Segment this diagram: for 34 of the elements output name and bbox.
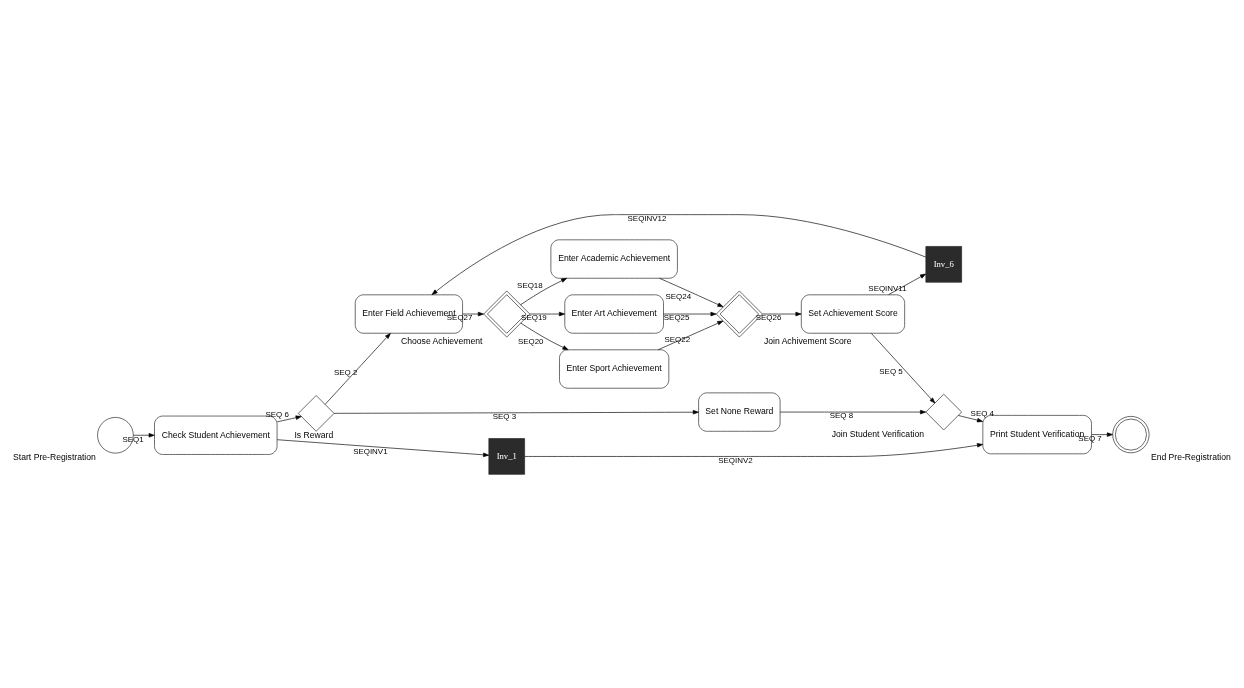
arrow [462,311,484,316]
node-label: Choose Achievement [401,335,483,346]
node-box: Inv_1 [488,437,525,475]
node-box: Set None Reward [698,392,781,432]
arrow [871,332,936,403]
arrow [324,332,391,405]
node-label: End Pre-Registration [1150,451,1231,462]
node-box: Inv_6 [925,245,962,283]
arrow [133,432,155,437]
arrow [520,322,569,350]
arrow [1091,431,1113,437]
arrow [276,438,490,457]
node-label: Start Pre-Registration [13,451,96,462]
node-label: Join Student Verification [831,428,925,439]
arrow [888,273,927,295]
arrow [657,320,724,350]
arrow [762,311,802,316]
node-box: Enter Sport Achievement [559,348,670,389]
arrow [431,213,927,295]
arrow [529,311,565,316]
node-box: Enter Art Achievement [564,294,664,334]
node-diamond [925,393,962,430]
arrow [659,277,724,307]
node-box: Set Achievement Score [800,294,905,334]
arrow [663,311,717,316]
node-label: Join Achivement Score [763,335,852,346]
node-box: Enter Academic Achievement [550,239,678,279]
node-label: Is Reward [294,429,334,440]
arrow [276,415,302,422]
arrow [779,409,927,414]
arrow [520,277,568,305]
arrow [333,409,699,414]
arrow [524,442,984,457]
arrow [958,414,983,422]
